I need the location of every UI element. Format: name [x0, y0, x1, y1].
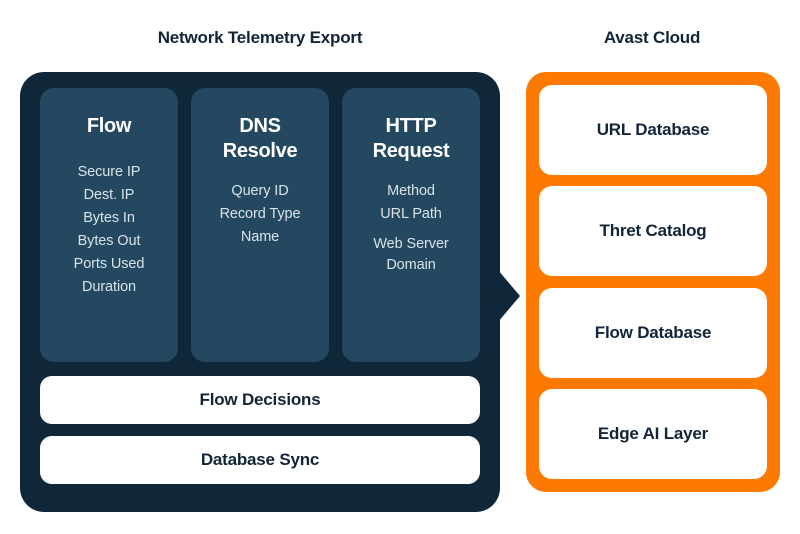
card-field: Dest. IP — [83, 187, 135, 203]
card-title-line: Request — [372, 140, 450, 162]
telemetry-card-row: Flow Secure IP Dest. IP Bytes In Bytes O… — [40, 88, 480, 362]
network-telemetry-panel: Flow Secure IP Dest. IP Bytes In Bytes O… — [20, 72, 500, 512]
card-field: Ports Used — [73, 256, 145, 272]
card-field: Name — [240, 229, 280, 245]
cloud-card-edge-ai-layer[interactable]: Edge AI Layer — [539, 388, 767, 479]
avast-cloud-panel: URL Database Thret Catalog Flow Database… — [526, 72, 780, 492]
card-field: Secure IP — [77, 164, 141, 180]
cloud-card-flow-database[interactable]: Flow Database — [539, 287, 767, 378]
card-title-line: DNS — [239, 115, 281, 137]
card-field: Duration — [81, 279, 136, 295]
card-title-line: HTTP — [385, 115, 437, 137]
database-sync-pill[interactable]: Database Sync — [40, 436, 480, 484]
card-field: Query ID — [231, 183, 289, 199]
arrow-right-icon — [498, 270, 520, 322]
telemetry-card-flow[interactable]: Flow Secure IP Dest. IP Bytes In Bytes O… — [40, 88, 178, 362]
cloud-card-url-database[interactable]: URL Database — [539, 85, 767, 175]
flow-decisions-pill[interactable]: Flow Decisions — [40, 376, 480, 424]
card-field: Method — [387, 183, 435, 199]
telemetry-card-dns-resolve[interactable]: DNS Resolve Query ID Record Type Name — [191, 88, 329, 362]
card-title: DNS Resolve — [199, 114, 321, 164]
card-title: HTTP Request — [350, 114, 472, 164]
card-title-line: Resolve — [222, 140, 298, 162]
right-column-heading: Avast Cloud — [603, 28, 701, 47]
card-field: Bytes Out — [77, 233, 141, 249]
card-field: URL Path — [380, 206, 442, 222]
left-column-heading: Network Telemetry Export — [157, 28, 363, 47]
cloud-card-thret-catalog[interactable]: Thret Catalog — [539, 186, 767, 277]
card-field: Web Server Domain — [373, 236, 449, 273]
card-field: Record Type — [219, 206, 301, 222]
card-title: Flow — [86, 115, 132, 137]
card-field: Bytes In — [83, 210, 135, 226]
telemetry-card-http-request[interactable]: HTTP Request Method URL Path Web Server … — [342, 88, 480, 362]
